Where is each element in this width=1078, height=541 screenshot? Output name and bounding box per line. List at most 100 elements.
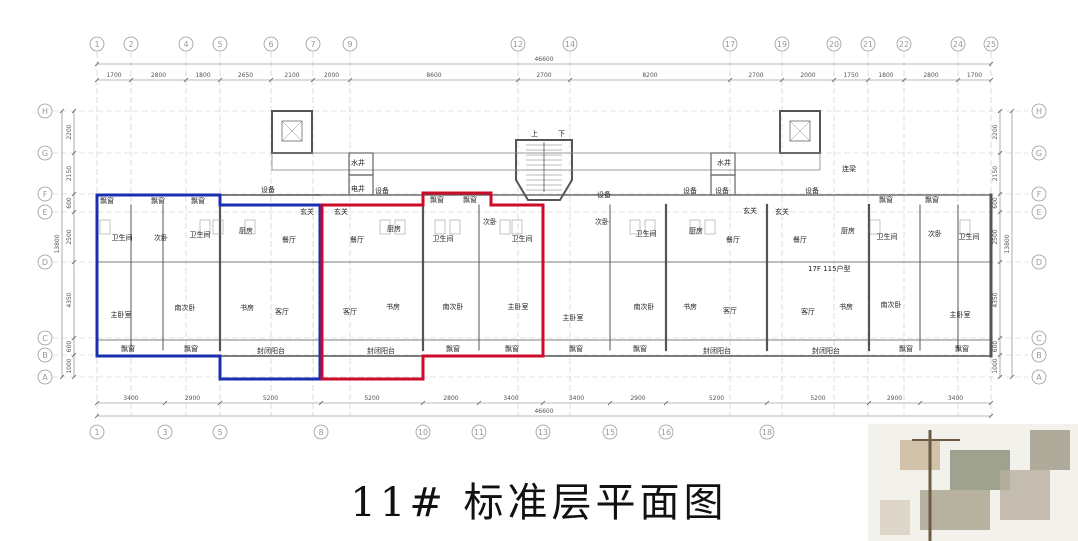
bottom-dim-text: 3400 <box>123 395 138 402</box>
axis-bubble-right <box>1031 369 1047 385</box>
axis-label-top: 7 <box>310 40 315 49</box>
plan-title: 11# 标准层平面图 <box>350 480 728 526</box>
bottom-dim-text: 2900 <box>185 395 200 402</box>
room-label: 卫生间 <box>512 234 533 243</box>
axis-label-top: 6 <box>268 40 273 49</box>
axis-label-bottom: 11 <box>474 428 484 437</box>
room-label: 南次卧 <box>443 302 464 311</box>
axis-bubble-left <box>37 145 53 161</box>
right-dim-text: 600 <box>992 197 999 209</box>
axis-label-left: D <box>42 258 48 267</box>
axis-bubble-left <box>37 330 53 346</box>
axis-label-top: 2 <box>128 40 133 49</box>
axis-label-left: E <box>42 208 47 217</box>
left-dim-text: 600 <box>66 341 73 353</box>
room-label: 餐厅 <box>726 235 740 244</box>
left-dim-tick <box>71 374 77 380</box>
room-label: 封闭阳台 <box>257 346 285 355</box>
left-dim-text: 2500 <box>66 229 73 244</box>
bottom-dim-text: 5200 <box>364 395 379 402</box>
room-label: 封闭阳台 <box>812 346 840 355</box>
axis-label-bottom: 10 <box>418 428 428 437</box>
axis-label-top: 9 <box>347 40 352 49</box>
room-labels: 水井电井水井飘窗飘窗飘窗卫生间次卧卫生间厨房餐厅主卧室南次卧书房客厅飘窗飘窗封闭… <box>100 158 980 355</box>
axis-label-top: 19 <box>777 40 787 49</box>
corridor <box>271 152 821 171</box>
axis-bubble-right <box>1031 186 1047 202</box>
right-dim-tick <box>997 150 1003 156</box>
room-label: 飘窗 <box>151 196 165 205</box>
bottom-dim-text: 2800 <box>443 395 458 402</box>
axis-bubble-bottom <box>415 424 431 440</box>
top-dim-text: 2800 <box>923 72 938 79</box>
photo-patch <box>880 500 910 535</box>
stair-down-label: 下 <box>558 130 565 138</box>
elevator-shaft-left <box>271 110 313 154</box>
room-label: 设备 <box>597 190 611 199</box>
unit-type-label: 17F 115户型 <box>808 264 851 273</box>
photo-patch <box>920 490 990 530</box>
axis-label-left: F <box>43 190 48 199</box>
room-label: 飘窗 <box>446 344 460 353</box>
elevator-x <box>789 120 811 142</box>
top-dim-text: 1750 <box>843 72 858 79</box>
bottom-dim-text: 2900 <box>630 395 645 402</box>
bottom-dim-tick <box>607 400 613 406</box>
unit-outline-blue <box>95 193 322 381</box>
right-dim-tick <box>997 352 1003 358</box>
room-label: 设备 <box>715 186 729 195</box>
axis-bubble-right <box>1031 204 1047 220</box>
room-label: 玄关 <box>743 206 757 215</box>
room-label: 南次卧 <box>175 303 196 312</box>
room-label: 书房 <box>386 302 400 311</box>
room-label: 卫生间 <box>959 232 980 241</box>
bottom-dim-tick <box>540 400 546 406</box>
axis-bubble-top <box>722 36 738 52</box>
room-label: 厨房 <box>689 226 703 235</box>
stair-up-label: 上 <box>531 129 538 138</box>
right-dim-text: 2150 <box>992 166 999 181</box>
room-label: 主卧室 <box>950 310 971 319</box>
room-label: 南次卧 <box>634 302 655 311</box>
room-label: 卫生间 <box>636 229 657 238</box>
room-label: 客厅 <box>343 307 357 316</box>
right-total-dim-text: 13800 <box>1004 234 1011 253</box>
top-dim-tick <box>779 77 785 83</box>
fixture <box>449 219 461 235</box>
axis-bubble-bottom <box>313 424 329 440</box>
axis-bubble-top <box>826 36 842 52</box>
elevator-car-right <box>789 120 811 142</box>
fixture <box>99 219 111 235</box>
service-shaft <box>348 174 374 196</box>
bottom-dim-text: 3400 <box>948 395 963 402</box>
elevator-car-left <box>281 120 303 142</box>
fixture <box>511 219 523 235</box>
axis-bubble-left <box>37 347 53 363</box>
top-dim-tick <box>217 77 223 83</box>
left-dim-tick <box>71 335 77 341</box>
axis-label-top: 4 <box>183 40 188 49</box>
axis-bubble-right <box>1031 103 1047 119</box>
photo-patch <box>900 440 940 470</box>
axis-label-bottom: 1 <box>94 428 99 437</box>
left-dim-tick <box>71 352 77 358</box>
fixture <box>869 219 881 235</box>
top-dim-text: 2000 <box>800 72 815 79</box>
top-dim-tick <box>310 77 316 83</box>
axis-bubble-bottom <box>89 424 105 440</box>
plan-notes: 上 下 17F 115户型 连梁 <box>531 129 856 273</box>
bottom-total-dim-tick <box>988 413 994 419</box>
room-label: 餐厅 <box>282 235 296 244</box>
room-label: 飘窗 <box>100 196 114 205</box>
axis-label-right: C <box>1036 334 1042 343</box>
left-total-dim-tick <box>59 374 65 380</box>
axis-label-right: H <box>1036 107 1042 116</box>
left-total-dim-text: 13800 <box>54 234 61 253</box>
axis-label-right: G <box>1036 149 1042 158</box>
bottom-dim-text: 5200 <box>263 395 278 402</box>
room-label: 书房 <box>839 302 853 311</box>
fixture <box>959 219 971 235</box>
fixture <box>689 219 701 235</box>
bottom-dim-tick <box>663 400 669 406</box>
